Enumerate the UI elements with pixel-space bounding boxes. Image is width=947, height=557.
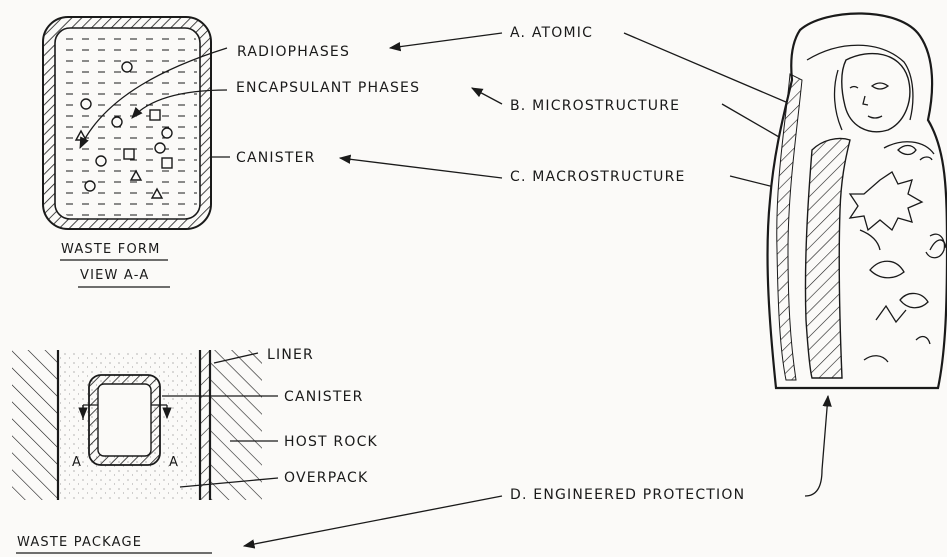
- doll-inner-shell: [804, 137, 851, 379]
- label-host-rock: HOST ROCK: [284, 434, 378, 450]
- label-engineered-protection: D. ENGINEERED PROTECTION: [510, 487, 745, 503]
- doll-hand: [925, 233, 946, 259]
- liner-leader: [213, 352, 259, 364]
- label-atomic: A. ATOMIC: [510, 25, 593, 41]
- doll-inner-layer: [806, 44, 914, 121]
- liner-right-hatch: [200, 350, 210, 500]
- host-rock-right: [210, 350, 262, 500]
- doll-eye: [870, 82, 890, 90]
- section-mark-right: A: [169, 455, 179, 470]
- caption-waste-package: WASTE PACKAGE: [17, 535, 142, 550]
- doll-eye-left: [849, 85, 859, 89]
- label-encapsulant-phases: ENCAPSULANT PHASES: [236, 80, 420, 96]
- engineered-to-doll-leader: [804, 394, 832, 497]
- encapsulant-matrix: [58, 31, 197, 216]
- engineered-to-package-arrow: [242, 495, 503, 549]
- host-rock-left: [12, 350, 58, 500]
- encapsulant-leader: [131, 89, 228, 119]
- label-microstructure: B. MICROSTRUCTURE: [510, 98, 680, 114]
- doll-scarf-edge: [883, 141, 935, 155]
- label-macrostructure: C. MACROSTRUCTURE: [510, 169, 686, 185]
- caption-view-a-a: VIEW A-A: [80, 268, 149, 283]
- label-canister-top: CANISTER: [236, 150, 316, 166]
- doll-body-scribble: [859, 229, 931, 363]
- caption-waste-form: WASTE FORM: [61, 242, 161, 257]
- doll-mouth: [867, 115, 883, 119]
- doll-leaf-decoration: [869, 239, 947, 309]
- doll-nose: [862, 95, 869, 106]
- label-canister-bottom: CANISTER: [284, 389, 364, 405]
- label-overpack: OVERPACK: [284, 470, 368, 486]
- label-liner: LINER: [267, 347, 314, 363]
- atomic-to-radiophases-arrow: [388, 32, 503, 52]
- micro-to-encapsulant-arrow: [470, 87, 503, 105]
- radiophase-circles: [80, 61, 173, 192]
- overpack-leader: [179, 477, 279, 488]
- package-canister-interior: [97, 383, 152, 457]
- waste-package-figure: [12, 350, 279, 500]
- radiophases-leader: [79, 47, 228, 150]
- doll-collar-decoration: [897, 144, 933, 161]
- macro-to-canister-arrow: [338, 154, 503, 179]
- atomic-to-doll-leader: [623, 32, 801, 109]
- nested-doll-illustration: [766, 12, 947, 390]
- doll-hair-lines: [833, 69, 843, 131]
- label-radiophases: RADIOPHASES: [237, 44, 350, 60]
- section-mark-left: A: [72, 455, 82, 470]
- doll-shell-hatch: [776, 73, 803, 381]
- doll-flower-decoration: [848, 171, 924, 232]
- encapsulant-squares: [123, 109, 173, 169]
- waste-form-figure: [42, 16, 230, 230]
- doll-face: [841, 52, 911, 133]
